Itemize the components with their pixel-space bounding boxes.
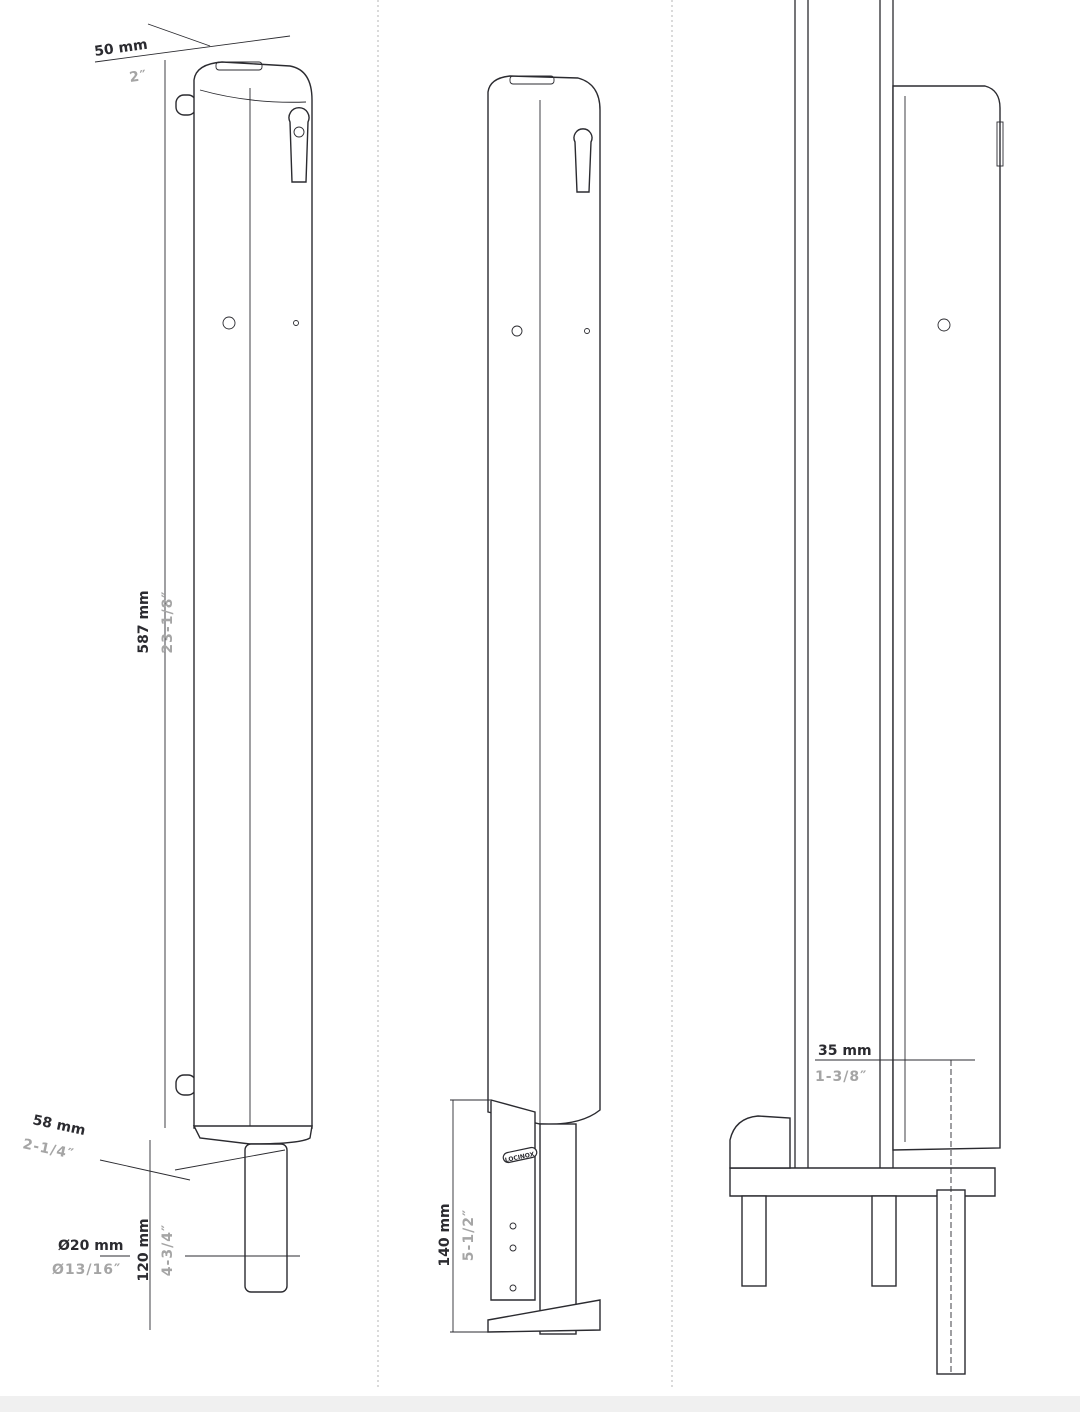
bottom-cap [192, 1125, 313, 1145]
mounting-bolt [175, 1074, 197, 1096]
post-body [193, 61, 313, 1129]
bracket-height-in-label: 5-1/2″ [461, 1209, 477, 1261]
footer-band [0, 1396, 1080, 1412]
offset-mm-label: 35 mm [818, 1043, 872, 1059]
mounting-bolt [175, 94, 197, 116]
screw-icon [511, 325, 523, 337]
base-plate [729, 1167, 996, 1197]
adjustment-screw [741, 1195, 767, 1287]
top-vent [215, 61, 263, 71]
offset-in-label: 1-3/8″ [815, 1069, 867, 1085]
lock-cylinder [288, 106, 310, 183]
height-in-label: 23-1/8″ [160, 590, 176, 653]
side-view: 35 mm 1-3/8″ [729, 0, 1004, 1375]
post-body [892, 85, 1001, 1151]
hinge-knuckle [729, 1115, 791, 1169]
hinge-tube [539, 1123, 577, 1335]
width-in-label: 2-1/4″ [21, 1136, 76, 1163]
three-quarter-view: LOCINOX 140 mm 5-1/2″ [437, 75, 601, 1335]
pin-length-mm-label: 120 mm [136, 1218, 152, 1281]
lock-cylinder [573, 128, 593, 193]
depth-in-label: 2″ [128, 68, 148, 86]
front-view: 50 mm 2″ 587 mm 23-1/8″ 58 mm 2-1/4″ Ø20… [21, 23, 313, 1330]
adjustment-screw [871, 1195, 897, 1287]
pin-diameter-mm-label: Ø20 mm [58, 1238, 123, 1254]
pin-length-in-label: 4-3/4″ [160, 1224, 176, 1276]
bracket-height-mm-label: 140 mm [437, 1203, 453, 1266]
base-cup [487, 1299, 601, 1333]
width-mm-label: 58 mm [31, 1112, 87, 1139]
screw-icon [222, 316, 236, 330]
screw-icon [937, 318, 951, 332]
pin-diameter-in-label: Ø13/16″ [52, 1262, 121, 1278]
hinge-pin [244, 1143, 288, 1293]
depth-mm-label: 50 mm [93, 37, 148, 60]
top-vent [509, 75, 555, 85]
height-mm-label: 587 mm [136, 590, 152, 653]
mounting-bracket [490, 1099, 536, 1301]
post-body [487, 75, 601, 1125]
